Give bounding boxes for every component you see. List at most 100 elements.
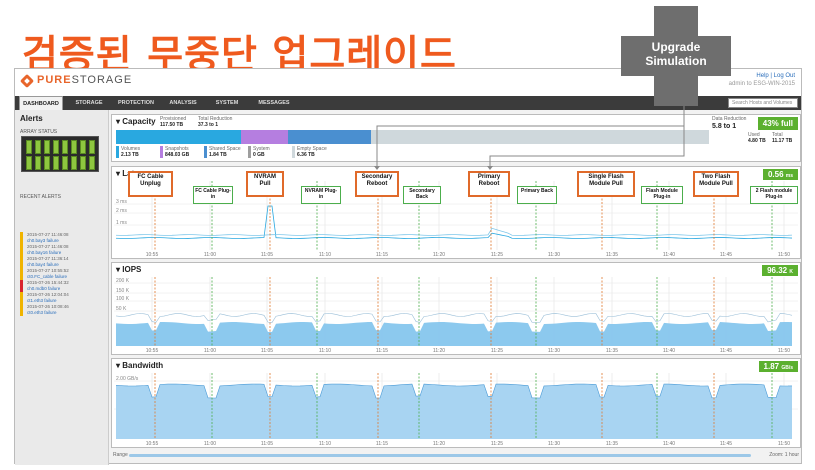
bandwidth-area	[116, 384, 792, 439]
tab-analysis[interactable]: ANALYSIS	[169, 100, 197, 106]
time-tick-label: 11:25	[491, 252, 503, 258]
time-tick-label: 11:35	[606, 441, 618, 447]
time-tick-label: 11:50	[778, 441, 790, 447]
time-tick-label: 10:55	[146, 252, 159, 258]
iops-title: ▾ IOPS	[116, 265, 142, 274]
array-slot	[62, 156, 68, 170]
time-tick-label: 11:15	[376, 348, 388, 354]
time-tick-label: 11:30	[548, 441, 560, 447]
bandwidth-title: ▾ Bandwidth	[116, 361, 164, 370]
capacity-full-badge: 43% full	[757, 117, 798, 130]
tab-system[interactable]: SYSTEM	[215, 100, 239, 106]
time-tick-label: 11:00	[204, 441, 216, 447]
value-tick-label: 2 ms	[116, 208, 127, 214]
time-tick-label: 11:40	[663, 252, 675, 258]
event-callout: NVRAM Pull	[246, 171, 284, 197]
array-slot	[53, 156, 59, 170]
time-tick-label: 11:05	[261, 348, 273, 354]
time-tick-label: 11:10	[319, 252, 331, 258]
tab-messages[interactable]: MESSAGES	[258, 100, 290, 106]
time-tick-label: 11:35	[606, 348, 618, 354]
capacity-segment	[116, 130, 241, 144]
capacity-bar	[116, 130, 709, 144]
event-callout: FC Cable Plug-in	[193, 186, 233, 204]
time-tick-label: 11:15	[376, 252, 388, 258]
time-tick-label: 11:20	[433, 348, 445, 354]
time-tick-label: 11:20	[433, 441, 445, 447]
time-tick-label: 10:55	[146, 348, 159, 354]
array-slot	[26, 140, 32, 154]
zoom-label[interactable]: Zoom: 1 hour	[769, 452, 799, 458]
array-slot	[26, 156, 32, 170]
array-slot	[44, 140, 50, 154]
capacity-segment	[287, 130, 371, 144]
logo-text: PURESTORAGE	[37, 74, 133, 86]
array-status-label: ARRAY STATUS	[20, 129, 58, 135]
event-callout: Primary Back	[517, 186, 557, 204]
time-tick-label: 11:15	[376, 441, 388, 447]
time-tick-label: 11:45	[720, 252, 732, 258]
event-callout: NVRAM Plug-in	[301, 186, 341, 204]
event-callout: Primary Reboot	[468, 171, 510, 197]
time-tick-label: 11:35	[606, 252, 618, 258]
value-tick-label: 100 K	[116, 296, 130, 302]
search-input[interactable]: Search Hosts and Volumes	[728, 98, 798, 108]
array-slot	[71, 140, 77, 154]
tab-protection[interactable]: PROTECTION	[117, 100, 155, 106]
value-tick-label: 1 ms	[116, 220, 127, 226]
bandwidth-badge: 1.87 GB/s	[758, 361, 798, 372]
event-callout: Single Flash Module Pull	[577, 171, 635, 197]
event-callout: Two Flash Module Pull	[693, 171, 739, 197]
upgrade-simulation-label: Upgrade Simulation	[621, 40, 731, 68]
range-bar[interactable]: Range Zoom: 1 hour	[111, 450, 801, 460]
time-tick-label: 11:00	[204, 348, 216, 354]
value-tick-label: 50 K	[116, 306, 127, 312]
tab-dashboard[interactable]: DASHBOARD	[19, 96, 63, 110]
time-tick-label: 10:55	[146, 441, 159, 447]
time-tick-label: 11:45	[720, 348, 732, 354]
event-callout: Secondary Back	[403, 186, 441, 204]
time-tick-label: 11:10	[319, 441, 331, 447]
time-tick-label: 11:00	[204, 252, 216, 258]
range-slider[interactable]	[129, 454, 751, 457]
array-slot	[53, 140, 59, 154]
time-tick-label: 11:50	[778, 252, 790, 258]
alerts-sidebar: Alerts ARRAY STATUS RECENT ALERTS 2015-0…	[15, 110, 109, 465]
time-tick-label: 11:45	[720, 441, 732, 447]
time-tick-label: 11:25	[491, 441, 503, 447]
iops-badge: 96.32 K	[762, 265, 798, 276]
latency-badge: 0.56 ms	[762, 169, 798, 180]
array-slot	[80, 156, 86, 170]
capacity-title: ▾ Capacity	[116, 117, 156, 126]
iops-panel: ▾ IOPS 96.32 K 10:55 11:00 11:05 11:10 11:15…	[111, 262, 801, 355]
value-tick-label: 200 K	[116, 278, 130, 284]
capacity-segment	[370, 130, 709, 144]
time-tick-label: 11:25	[491, 348, 503, 354]
time-tick-label: 11:20	[433, 252, 445, 258]
tab-storage[interactable]: STORAGE	[75, 100, 103, 106]
value-tick-label: 150 K	[116, 288, 130, 294]
value-tick-label: 3 ms	[116, 199, 127, 205]
time-tick-label: 11:10	[319, 348, 331, 354]
